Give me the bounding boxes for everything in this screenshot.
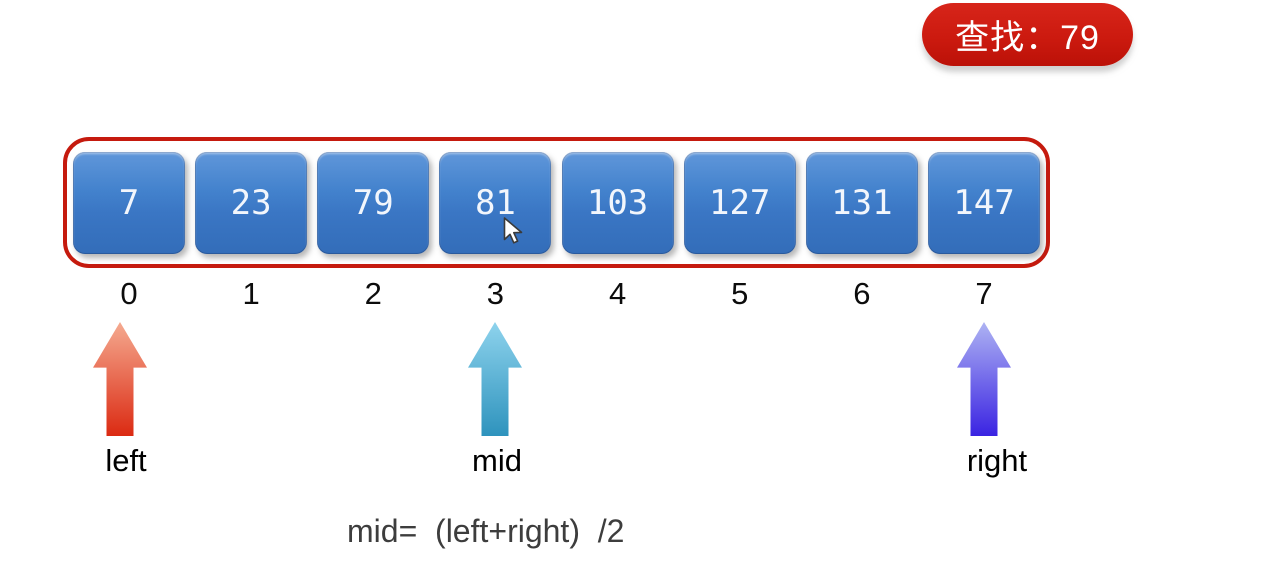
array-cell: 79 — [317, 151, 430, 254]
array-frame: 7 23 79 81 103 127 131 147 — [63, 137, 1050, 268]
array-cell: 81 — [439, 151, 552, 254]
search-target-badge: 查找：79 — [922, 3, 1133, 66]
array-cell: 23 — [195, 151, 308, 254]
array-cell: 7 — [73, 151, 185, 254]
array-cell: 131 — [805, 151, 918, 254]
mid-pointer-arrow-icon — [468, 322, 522, 436]
array-index-label: 6 — [853, 276, 871, 311]
array-cell: 103 — [561, 151, 674, 254]
right-pointer-label: right — [966, 443, 1028, 478]
index-row: 0 1 2 3 4 5 6 7 — [63, 276, 1050, 312]
left-pointer-label: left — [105, 443, 147, 478]
left-pointer-arrow-icon — [93, 322, 147, 436]
array-index-label: 2 — [364, 276, 382, 311]
mouse-cursor-icon — [503, 217, 523, 244]
array-index-label: 4 — [608, 276, 627, 311]
array-index-label: 0 — [120, 276, 138, 311]
array-index-label: 5 — [731, 276, 749, 311]
array-cell: 147 — [927, 151, 1040, 254]
array-index-label: 7 — [975, 276, 993, 311]
array-index-label: 1 — [242, 276, 260, 311]
right-pointer-arrow-icon — [957, 322, 1011, 436]
mid-pointer-label: mid — [472, 443, 522, 478]
mid-formula-text: mid= (left+right) /2 — [347, 513, 625, 549]
array-index-label: 3 — [486, 276, 505, 311]
array-cell: 127 — [683, 151, 796, 254]
